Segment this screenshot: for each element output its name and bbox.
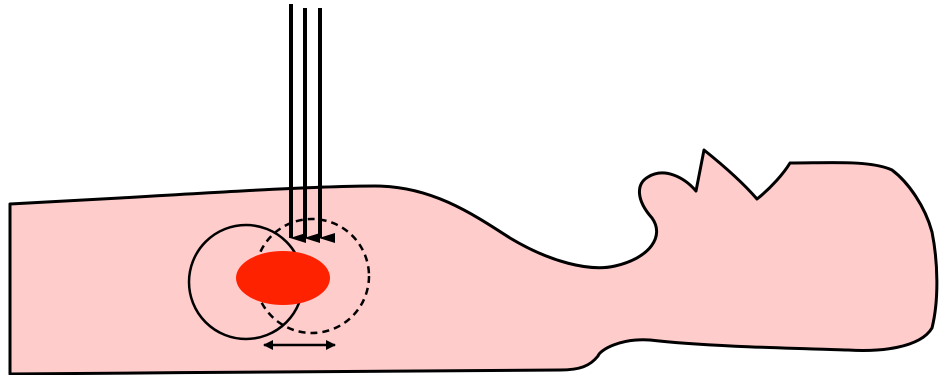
patient-body <box>10 150 937 374</box>
tumor <box>236 251 330 305</box>
